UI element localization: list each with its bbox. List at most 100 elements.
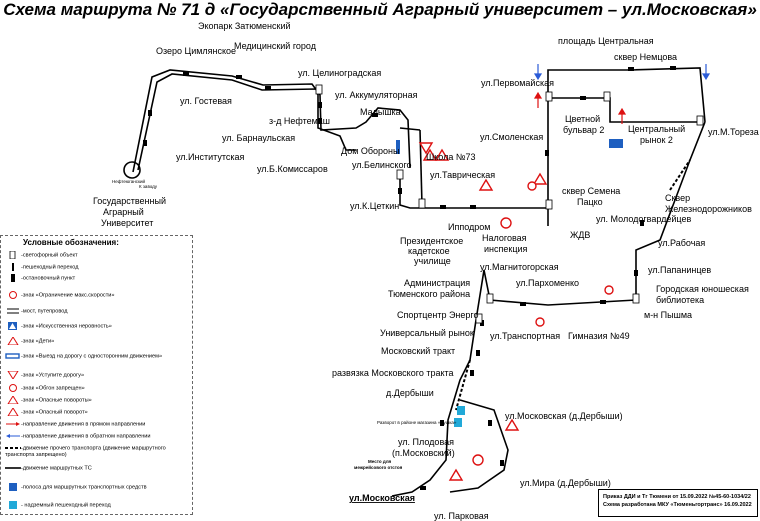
label-zheleznodor-2: Железнодорожников [665,204,752,214]
label-papanincev: ул.Папанинцев [648,265,711,275]
legend-item-traffic-light: -светофорный объект [5,250,78,260]
legend-label-13: -направление движения в обратном направл… [21,433,151,440]
label-ploshchad: площадь Центральная [558,36,654,46]
label-malyshka: Малышка [360,107,401,117]
legend-label-15: -движение маршрутных ТС [21,465,92,472]
label-pyshma: м-н Пышма [644,310,692,320]
warning-signs [422,148,548,481]
label-universal: Универсальный рынок [380,328,474,338]
label-k-zavodu: К заводу [139,184,158,189]
label-sportcenter: Спортцентр Энерго [397,310,479,320]
label-cvetnoy-1: Цветной [565,114,600,124]
label-neftemash: з-д Нефтемаш [269,116,330,126]
legend-item-giveway: -знак «Уступите дорогу» [5,370,85,380]
legend-item-other: -движение прочего транспорта (движение м… [5,444,185,459]
label-kadet-2: кадетское [408,246,450,256]
label-nemcova: сквер Немцова [614,52,677,62]
label-univer-1: Государственный [93,196,166,206]
approval-box: Приказ ДДИ и Тг Тюмени от 15.09.2022 №45… [598,489,758,517]
reverse-arrows [533,64,711,81]
label-mira: ул.Мира (д.Дербыши) [520,478,611,488]
legend-label-1: -пешеходный переход [21,264,79,271]
legend-item-oneway: -знак «Выезд на дорогу с односторонним д… [5,352,185,360]
one-way-blue [396,140,400,154]
legend-item-nopass: -знак «Обгон запрещен» [5,384,85,392]
legend-item-overpass: - надземный пешеходный переход [5,501,111,509]
legend-item-route: -движение маршрутных ТС [5,464,92,472]
label-packo-1: сквер Семена [562,186,620,196]
label-razbor: Разворот в районе магазина «Пушка» [377,419,457,425]
label-mezhreys-1: Место для [368,459,392,464]
legend-label-17: - надземный пешеходный переход [21,502,111,509]
label-akkumul: ул. Аккумуляторная [335,90,418,100]
overpass-icon-2 [454,418,462,427]
label-belinskogo: ул.Белинского [352,160,412,170]
label-ekopark: Экопарк Затюменский [198,21,291,31]
label-derbyshi: д.Дербыши [386,388,434,398]
label-admin-1: Администрация [404,278,470,288]
label-transportnaya: ул.Транспортная [490,331,560,341]
label-univer-3: Университет [101,218,153,228]
label-ippodrom: Ипподром [448,222,490,232]
legend-item-reverse: -направление движения в обратном направл… [5,432,151,440]
label-kadet-1: Президентское [400,236,463,246]
legend-item-turn: -знак «Опасный поворот» [5,407,88,417]
label-packo-2: Пацко [577,197,603,207]
label-parkovaya: ул. Парковая [434,511,489,521]
legend-item-turns: -знак «Опасные повороты» [5,395,92,405]
legend-label-0: -светофорный объект [21,252,78,259]
label-barnaul: ул. Барнаульская [222,133,295,143]
label-univer-2: Аграрный [103,207,144,217]
label-pervomayskaya: ул.Первомайская [481,78,554,88]
legend-item-bump: -знак «Искусственная неровность» [5,322,112,330]
label-celinograd: ул. Целиноградская [298,68,381,78]
label-magnitogorsk: ул.Магнитогорская [480,262,559,272]
label-toreza: ул.М.Тореза [708,127,759,137]
legend-label-10: -знак «Опасные повороты» [21,397,92,404]
legend-title: Условные обозначения: [23,238,119,247]
legend: Условные обозначения: -светофорный объек… [0,235,193,515]
label-biblioteka-2: библиотека [656,295,704,305]
label-parhomenko: ул.Пархоменко [516,278,579,288]
legend-label-9: -знак «Обгон запрещен» [21,385,85,392]
legend-label-16: -полоса для маршрутных транспортных сред… [21,484,147,491]
legend-label-12: -направление движения в прямом направлен… [21,421,146,428]
label-mezhreys-2: межрейсового отстоя [354,464,403,470]
legend-label-8: -знак «Уступите дорогу» [21,372,85,379]
legend-label-5: -знак «Искусственная неровность» [21,323,112,330]
legend-label-7: -знак «Выезд на дорогу с односторонним д… [21,353,163,360]
legend-item-bridge: -мост, путепровод [5,307,68,315]
label-admin-2: Тюменского района [388,289,470,299]
label-gimnaziya: Гимназия №49 [568,331,630,341]
speed-signs [472,181,614,466]
legend-label-14: -движение прочего транспорта (движение м… [5,445,166,458]
legend-item-buslane: -полоса для маршрутных транспортных сред… [5,483,147,491]
legend-item-stop: -остановочный пункт [5,274,75,282]
label-biblioteka-1: Городская юношеская [656,284,749,294]
label-moscowtrakt: Московский тракт [381,346,455,356]
label-nalog-1: Налоговая [482,233,527,243]
overpass-icon [457,406,465,415]
approval-line-2: Схема разработана МКУ «Тюменьгортранс» 1… [603,502,752,508]
label-domoborony: Дом Обороны [341,146,400,156]
label-zheleznodor-1: Сквер [665,193,690,203]
legend-item-crossing: -пешеходный переход [5,263,78,271]
label-gostevaya: ул. Гостевая [180,96,232,106]
label-zhdv: ЖДВ [570,230,590,240]
approval-line-1: Приказ ДДИ и Тг Тюмени от 15.09.2022 №45… [603,494,751,500]
label-razvyazka: развязка Московского тракта [332,368,454,378]
one-way-sign [609,139,623,148]
label-molodogvard: ул. Молодогвардейцев [596,214,691,224]
label-institut: ул.Институтская [176,152,245,162]
give-way-sign [418,142,434,155]
label-smolenskaya: ул.Смоленская [480,132,543,142]
label-bkomissarov: ул.Б.Комиссаров [257,164,328,174]
legend-label-6: -знак «Дети» [21,338,55,345]
label-moskovskaya-d: ул.Московская (д.Дербыши) [505,411,623,421]
label-rynok-1: Центральный [628,124,685,134]
label-cvetnoy-2: бульвар 2 [563,125,604,135]
map-title: Схема маршрута № 71 д «Государственный А… [3,0,757,19]
label-school73: Школа №73 [426,152,476,162]
label-rabochaya: ул.Рабочая [658,238,705,248]
